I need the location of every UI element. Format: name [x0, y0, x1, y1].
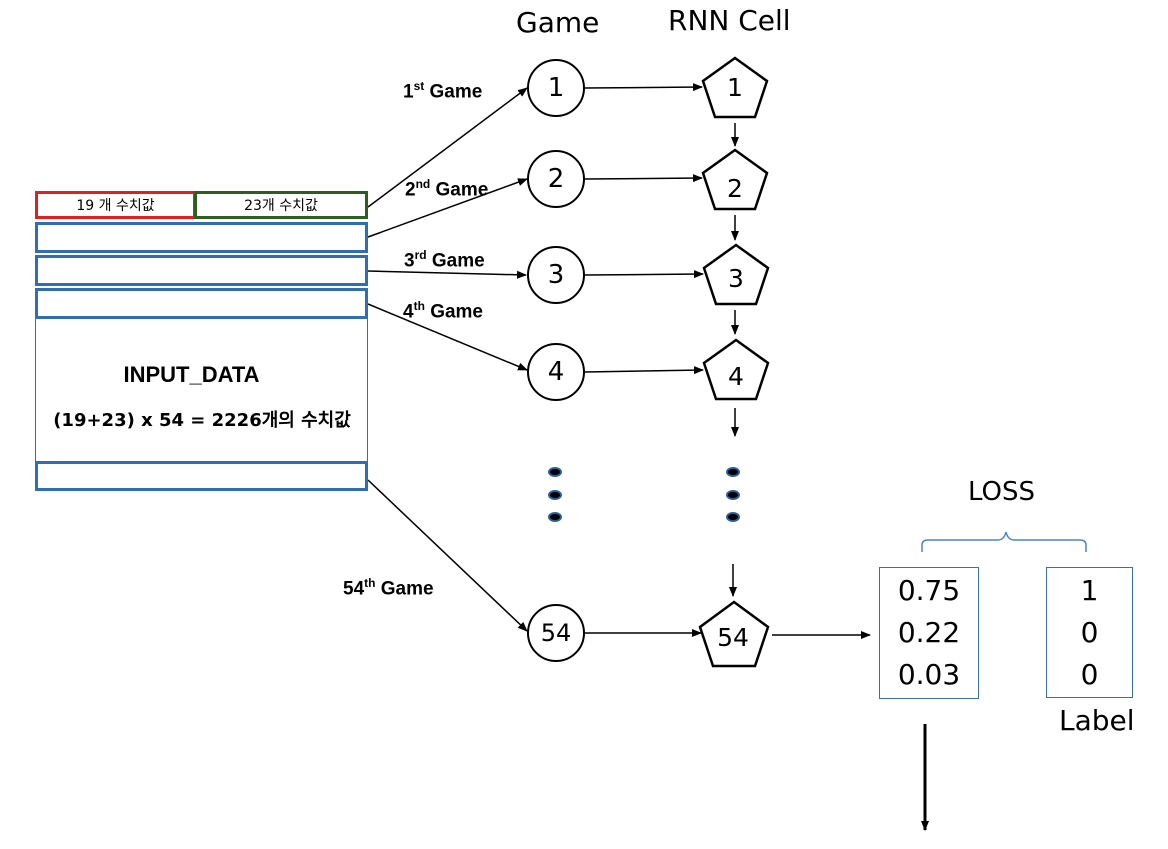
input-header-cell-19: 19 개 수치값	[35, 191, 196, 219]
input-data-formula: (19+23) x 54 = 2226개의 수치값	[53, 410, 351, 431]
ellipsis-dot	[548, 467, 562, 477]
loss-label: LOSS	[968, 477, 1036, 507]
rnn-cell-54-shape	[698, 600, 770, 668]
game-node-2: 2	[527, 150, 585, 208]
game-node-54: 54	[527, 604, 585, 662]
rnn-cell-4-shape	[702, 338, 770, 401]
input-row-2	[35, 222, 368, 253]
label-box: 1 0 0	[1046, 567, 1133, 698]
input-middle-area	[35, 317, 368, 463]
loss-brace	[921, 531, 1087, 552]
label-value: 1	[1080, 573, 1099, 607]
label-value: 0	[1080, 615, 1099, 649]
ellipsis-dot	[726, 467, 740, 477]
rnn-cell-3-shape	[702, 243, 770, 306]
input-data-title: INPUT_DATA	[123, 362, 260, 387]
rnn-cell-54-label: 54	[717, 623, 749, 652]
ellipsis-dot	[726, 490, 740, 500]
game-node-1: 1	[527, 59, 585, 117]
arrow-input-to-game-1	[367, 87, 528, 208]
arrow-input-to-game-54	[367, 479, 528, 632]
arrow-input-to-game-2	[367, 178, 528, 238]
game-node-4: 4	[527, 343, 585, 401]
rnn-cell-1-shape	[701, 56, 769, 119]
output-value: 0.22	[897, 616, 961, 649]
arrow-game-3-to-cell-3	[584, 270, 704, 279]
arrow-input-to-game-3	[367, 270, 527, 279]
game-column-header: Game	[516, 6, 600, 39]
arrow-input-to-game-4	[367, 303, 528, 371]
input-row-4	[35, 288, 368, 319]
label-caption: Label	[1059, 704, 1135, 737]
game-node-3: 3	[527, 246, 585, 304]
rnn-cell-4-label: 4	[728, 362, 744, 391]
rnn-cell-3-label: 3	[728, 264, 744, 293]
output-value: 0.03	[897, 658, 961, 691]
arrow-game-1-to-cell-1	[584, 83, 703, 92]
label-value: 0	[1080, 657, 1099, 691]
game-label-4: 4th Game	[403, 299, 483, 323]
rnn-cell-2-shape	[701, 148, 769, 211]
ellipsis-dot	[548, 490, 562, 500]
input-header-cell-23: 23개 수치값	[194, 191, 368, 219]
ellipsis-dot	[548, 512, 562, 522]
output-probability-box: 0.75 0.22 0.03	[879, 567, 979, 699]
input-row-3	[35, 255, 368, 286]
input-row-54	[35, 461, 368, 491]
arrow-game-4-to-cell-4	[584, 366, 704, 375]
rnn-cell-column-header: RNN Cell	[668, 4, 791, 37]
ellipsis-dot	[726, 512, 740, 522]
rnn-cell-1-label: 1	[727, 73, 743, 102]
game-label-2: 2nd Game	[405, 177, 489, 201]
output-value: 0.75	[897, 574, 961, 607]
game-label-54: 54th Game	[343, 576, 434, 600]
game-label-3: 3rd Game	[404, 248, 485, 272]
game-label-1: 1st Game	[403, 79, 483, 103]
arrow-game-2-to-cell-2	[584, 174, 703, 183]
rnn-cell-2-label: 2	[727, 174, 743, 203]
